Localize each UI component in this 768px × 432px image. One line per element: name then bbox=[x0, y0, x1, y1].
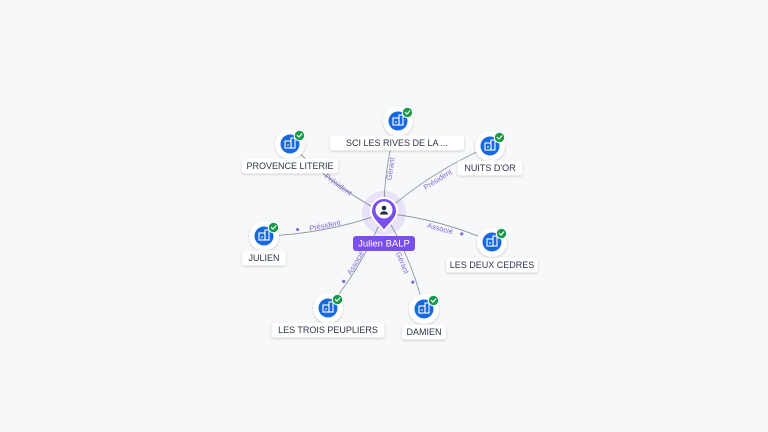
company-label-box bbox=[271, 322, 385, 338]
person-icon bbox=[375, 201, 393, 219]
edge-label-julien: Président bbox=[308, 218, 342, 233]
company-label-box bbox=[242, 250, 286, 266]
company-node-sci[interactable]: SCI LES RIVES DE LA ... bbox=[330, 106, 464, 151]
company-label-box bbox=[446, 257, 538, 273]
company-label: LES DEUX CEDRES bbox=[450, 260, 535, 270]
company-label: NUITS D'OR bbox=[464, 163, 516, 173]
company-label: JULIEN bbox=[248, 253, 279, 263]
person-label-box bbox=[353, 236, 415, 251]
building-icon bbox=[284, 137, 296, 149]
company-label-box bbox=[330, 135, 464, 151]
company-node-julien[interactable]: JULIEN bbox=[242, 221, 286, 266]
company-label: SCI LES RIVES DE LA ... bbox=[346, 138, 448, 148]
verified-check-icon bbox=[331, 293, 344, 306]
verified-check-icon bbox=[267, 221, 280, 234]
company-node-peupliers[interactable]: LES TROIS PEUPLIERS bbox=[271, 293, 385, 338]
building-icon bbox=[418, 302, 430, 314]
edge-arrow-peupliers bbox=[342, 279, 346, 283]
edge-label-sci: Gérant bbox=[384, 156, 397, 181]
building-icon bbox=[484, 139, 496, 151]
company-node-cedres[interactable]: LES DEUX CEDRES bbox=[446, 227, 538, 273]
verified-check-icon bbox=[401, 106, 414, 119]
edge-arrow-damien bbox=[411, 280, 415, 284]
edge-label-cedres: Associé bbox=[426, 221, 454, 236]
company-label: LES TROIS PEUPLIERS bbox=[278, 325, 378, 335]
building-icon bbox=[486, 235, 498, 247]
company-label-box bbox=[241, 158, 339, 174]
verified-check-icon bbox=[427, 294, 440, 307]
company-node-damien[interactable]: DAMIEN bbox=[402, 294, 446, 340]
verified-check-icon bbox=[495, 227, 508, 240]
verified-check-icon bbox=[493, 131, 506, 144]
edge-label-provence: Président bbox=[323, 172, 355, 199]
person-node[interactable]: Julien BALP bbox=[353, 191, 415, 251]
edge-label-peupliers: Associé bbox=[345, 249, 366, 276]
company-label-box bbox=[457, 160, 523, 176]
edge-label-damien: Gérant bbox=[394, 250, 411, 275]
company-label: PROVENCE LITERIE bbox=[246, 161, 333, 171]
edge-arrow-cedres bbox=[460, 232, 464, 236]
building-icon bbox=[258, 229, 270, 241]
company-label-box bbox=[402, 324, 446, 340]
company-label: DAMIEN bbox=[406, 327, 441, 337]
building-icon bbox=[392, 114, 404, 126]
edge-label-nuits: Président bbox=[422, 167, 454, 192]
person-name: Julien BALP bbox=[358, 239, 410, 250]
verified-check-icon bbox=[293, 129, 306, 142]
edge-arrow-julien bbox=[296, 227, 300, 232]
company-node-provence[interactable]: PROVENCE LITERIE bbox=[241, 129, 339, 174]
building-icon bbox=[322, 301, 334, 313]
company-node-nuits[interactable]: NUITS D'OR bbox=[457, 131, 523, 176]
